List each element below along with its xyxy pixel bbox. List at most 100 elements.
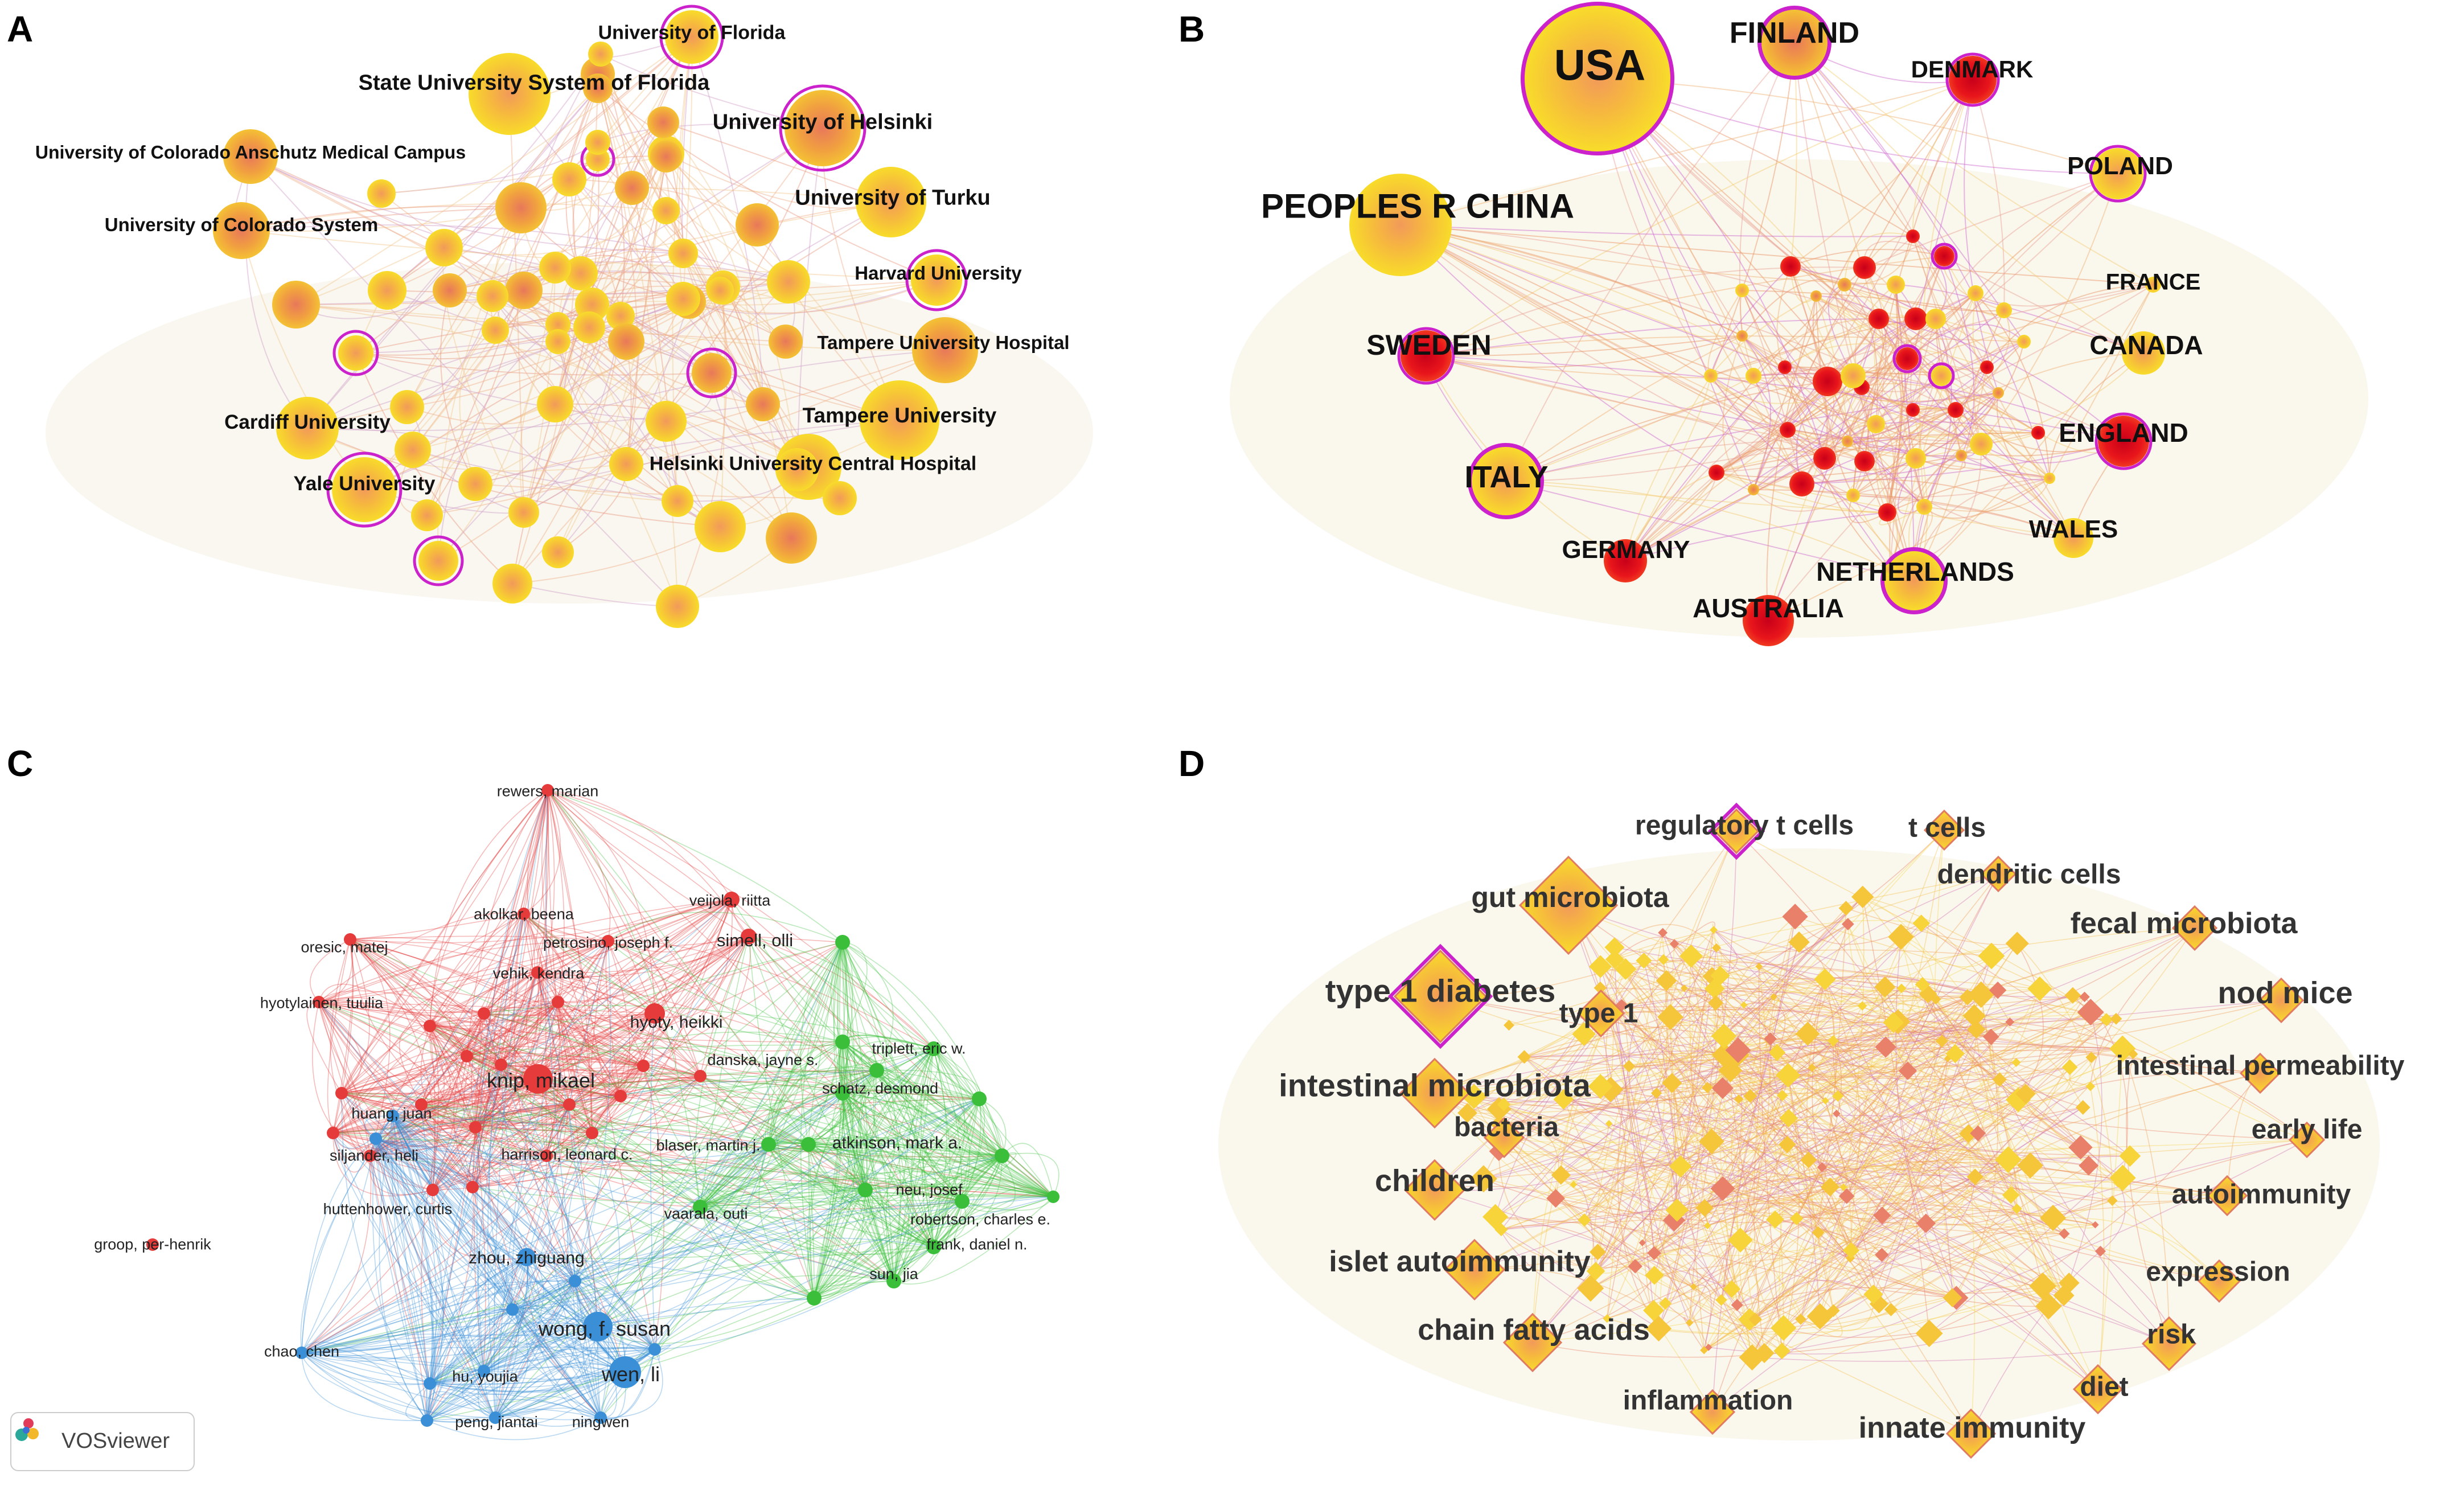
panel-b-link bbox=[1753, 79, 1973, 490]
panel-a-link bbox=[597, 73, 678, 607]
panel-b-link bbox=[1853, 387, 1870, 496]
panel-d-keyword-node bbox=[2072, 1364, 2124, 1415]
panel-c-link-red bbox=[399, 1025, 430, 1105]
panel-c-link-red bbox=[432, 936, 749, 1191]
panel-c-link-blue bbox=[512, 1309, 655, 1352]
panel-b-node bbox=[1878, 503, 1896, 522]
panel-c-link-red bbox=[301, 1095, 621, 1353]
panel-c-link-green bbox=[700, 1076, 1054, 1197]
panel-c-link-blue bbox=[426, 1393, 601, 1421]
panel-a-link bbox=[443, 210, 667, 256]
panel-a-link bbox=[688, 280, 937, 315]
panel-c-link-red bbox=[350, 939, 655, 1350]
panel-c-link-red bbox=[369, 1104, 570, 1156]
panel-a-node bbox=[367, 179, 396, 208]
panel-d-link bbox=[1735, 1048, 2123, 1068]
panel-c-link-blue bbox=[369, 1155, 430, 1384]
panel-b-link bbox=[1853, 284, 2154, 376]
panel-c-link-green bbox=[842, 942, 963, 1202]
panel-d-link bbox=[1752, 1257, 1851, 1358]
panel-d-link bbox=[1643, 960, 1927, 1224]
panel-c-link-green bbox=[748, 936, 1054, 1197]
panel-c-link-red bbox=[318, 997, 467, 1057]
panel-c-link-blue bbox=[426, 1326, 598, 1421]
panel-c-link-green bbox=[814, 1201, 963, 1299]
panel-c-link-blue bbox=[392, 1115, 513, 1310]
panel-c-link-green bbox=[860, 1070, 894, 1282]
panel-d-link bbox=[1674, 943, 2043, 1287]
panel-d-link bbox=[1467, 1067, 1813, 1114]
panel-c-link-red bbox=[469, 1064, 502, 1188]
panel-c-link-red bbox=[332, 1076, 701, 1134]
panel-a-link bbox=[589, 327, 678, 502]
panel-c-link-green bbox=[933, 1048, 970, 1202]
panel-c-link-green bbox=[814, 1155, 1003, 1299]
panel-c-link-green bbox=[842, 1093, 963, 1202]
panel-d-link bbox=[1770, 1038, 2123, 1049]
panel-a-link bbox=[442, 247, 524, 513]
panel-a-watermark bbox=[46, 262, 1093, 604]
panel-c-link-red bbox=[483, 790, 549, 1014]
panel-d-link bbox=[1600, 996, 1968, 1014]
panel-c-link-green bbox=[893, 1048, 934, 1282]
panel-c-link-blue bbox=[301, 1104, 570, 1353]
panel-d-node-halo bbox=[1387, 943, 1493, 1049]
panel-d-keyword-node bbox=[1399, 1057, 1471, 1129]
panel-c-link-green bbox=[700, 1098, 980, 1208]
panel-c-link-blue bbox=[426, 1370, 484, 1421]
panel-c-link-blue bbox=[426, 1104, 570, 1421]
panel-b-node bbox=[1949, 56, 1997, 104]
panel-d-node bbox=[1662, 1073, 1682, 1093]
panel-b-node bbox=[1604, 539, 1647, 582]
panel-b-link bbox=[1878, 318, 1902, 513]
panel-a-link bbox=[355, 301, 689, 354]
panel-d-link bbox=[1824, 979, 1957, 1298]
panel-b-link bbox=[1710, 42, 1795, 376]
panel-c-link-red bbox=[472, 1104, 570, 1188]
panel-c-link-blue bbox=[392, 1115, 444, 1421]
panel-d-link bbox=[1597, 1251, 1972, 1434]
panel-a-link bbox=[438, 298, 684, 561]
panel-c-link-red bbox=[318, 1001, 701, 1077]
panel-a-link bbox=[665, 156, 763, 405]
panel-c-link-blue bbox=[483, 1155, 1003, 1372]
panel-c-link-blue bbox=[375, 1138, 626, 1373]
panel-a-node bbox=[746, 387, 780, 421]
panel-a-link bbox=[355, 352, 513, 584]
panel-c-link-green bbox=[842, 1093, 934, 1247]
panel-c-link-red bbox=[541, 790, 593, 1134]
panel-d-link bbox=[1532, 1008, 1615, 1343]
panel-b-link bbox=[1753, 318, 1916, 490]
panel-c-link-blue bbox=[597, 1298, 815, 1327]
panel-c-link-red bbox=[350, 939, 593, 1134]
panel-b-link bbox=[1625, 409, 1956, 561]
panel-c-link-red bbox=[332, 1127, 476, 1150]
panel-a-link bbox=[631, 187, 892, 203]
panel-c-link-green bbox=[625, 1280, 894, 1373]
panel-d-node bbox=[1821, 1097, 1829, 1105]
panel-c-link-blue bbox=[375, 1110, 409, 1139]
panel-b-node bbox=[1906, 403, 1920, 417]
panel-d-link bbox=[1568, 905, 1678, 1210]
panel-d-node bbox=[1883, 1012, 1904, 1033]
panel-a-link bbox=[557, 290, 721, 553]
panel-c-link-green bbox=[808, 1098, 980, 1145]
panel-c-link-blue bbox=[426, 1132, 593, 1421]
panel-a-node bbox=[539, 252, 571, 284]
panel-d-node bbox=[2011, 1057, 2021, 1068]
panel-b-link bbox=[1753, 316, 1936, 376]
panel-a-link bbox=[440, 290, 476, 485]
panel-d-node bbox=[1647, 1246, 1661, 1261]
panel-b-node bbox=[1948, 402, 1964, 418]
panel-c-link-red bbox=[332, 1104, 422, 1150]
panel-b-link bbox=[1895, 284, 2144, 354]
panel-a-link bbox=[307, 427, 721, 527]
panel-b-link bbox=[1924, 478, 2050, 519]
panel-a-node bbox=[338, 335, 373, 371]
panel-c-link-green bbox=[933, 1154, 1003, 1247]
panel-c-link-red bbox=[475, 1013, 499, 1128]
panel-a-link bbox=[555, 404, 792, 539]
panel-c-link-red bbox=[500, 1064, 815, 1299]
panel-a-node-halo bbox=[326, 451, 403, 528]
panel-c-link-green bbox=[765, 1041, 843, 1145]
